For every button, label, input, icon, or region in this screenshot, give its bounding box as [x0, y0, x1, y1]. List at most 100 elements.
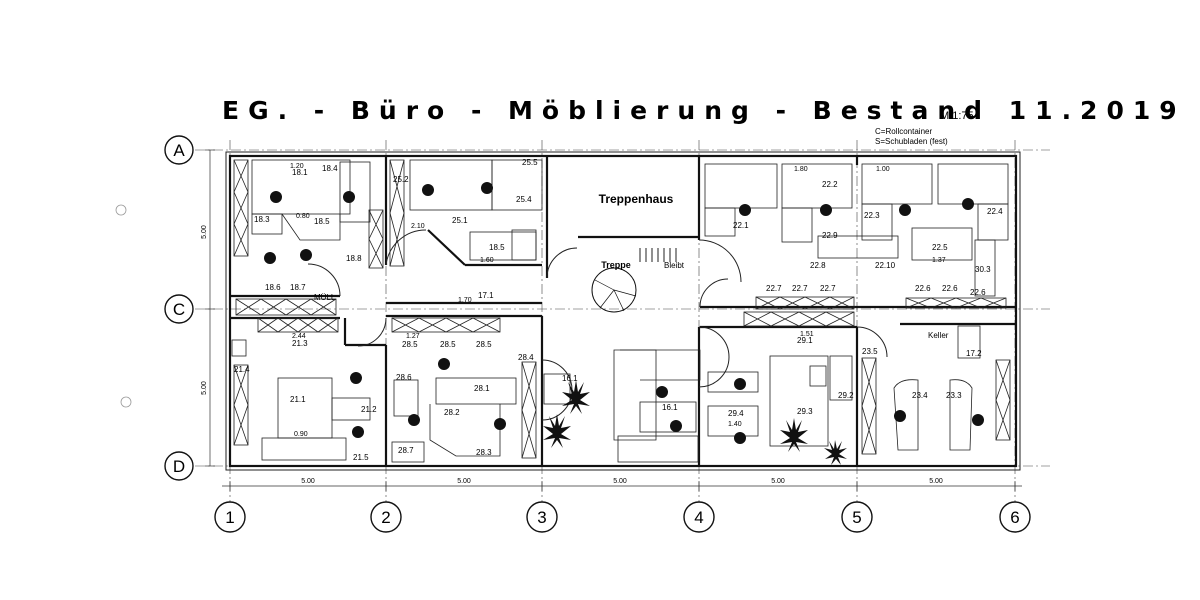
room-tags: 18.1 18.4 18.3 18.5 18.6 18.7 18.8 25.1 …: [234, 158, 1003, 462]
svg-text:5.00: 5.00: [201, 381, 208, 395]
svg-text:28.4: 28.4: [518, 353, 534, 362]
svg-text:28.5: 28.5: [476, 340, 492, 349]
side-dimension: 5.00 5.00: [201, 149, 215, 467]
stair-symbol: [591, 248, 677, 313]
svg-text:5.00: 5.00: [457, 478, 471, 485]
bottom-dimension: 5.00 5.00 5.00 5.00 5.00: [222, 478, 1022, 491]
svg-text:17.1: 17.1: [478, 291, 494, 300]
svg-text:23.4: 23.4: [912, 391, 928, 400]
col-axis-4: 4: [683, 501, 715, 533]
svg-text:2.10: 2.10: [411, 223, 425, 230]
outer-walls: [225, 151, 1021, 471]
svg-text:28.6: 28.6: [396, 373, 412, 382]
svg-text:29.3: 29.3: [797, 407, 813, 416]
svg-text:25.5: 25.5: [522, 158, 538, 167]
row-axis-d: D: [164, 451, 194, 481]
col-axis-2: 2: [370, 501, 402, 533]
label-muell: MÜLL: [314, 293, 336, 302]
svg-text:25.4: 25.4: [516, 195, 532, 204]
svg-text:17.2: 17.2: [966, 349, 982, 358]
svg-text:0.90: 0.90: [294, 431, 308, 438]
svg-text:22.2: 22.2: [822, 180, 838, 189]
drawing-title: EG. - Büro - Möblierung - Bestand 11.201…: [222, 96, 1186, 125]
label-treppenhaus: Treppenhaus: [599, 192, 674, 206]
svg-text:22.5: 22.5: [932, 243, 948, 252]
col-axis-5: 5: [841, 501, 873, 533]
svg-text:18.6: 18.6: [265, 283, 281, 292]
svg-text:5.00: 5.00: [613, 478, 627, 485]
svg-text:22.8: 22.8: [810, 261, 826, 270]
svg-text:18.5: 18.5: [314, 217, 330, 226]
svg-text:5.00: 5.00: [929, 478, 943, 485]
svg-text:1.51: 1.51: [800, 331, 814, 338]
svg-text:25.2: 25.2: [393, 175, 409, 184]
svg-text:1.27: 1.27: [406, 333, 420, 340]
svg-text:5.00: 5.00: [301, 478, 315, 485]
svg-text:5: 5: [852, 508, 861, 527]
svg-text:22.6: 22.6: [915, 284, 931, 293]
shelf-units: [233, 159, 1011, 459]
svg-text:1.70: 1.70: [458, 297, 472, 304]
svg-text:25.1: 25.1: [452, 216, 468, 225]
svg-text:18.5: 18.5: [489, 243, 505, 252]
svg-text:28.3: 28.3: [476, 448, 492, 457]
binder-holes: [115, 204, 132, 408]
svg-text:18.8: 18.8: [346, 254, 362, 263]
svg-text:28.1: 28.1: [474, 384, 490, 393]
svg-text:21.1: 21.1: [290, 395, 306, 404]
col-axis-3: 3: [526, 501, 558, 533]
svg-text:23.3: 23.3: [946, 391, 962, 400]
svg-text:0.80: 0.80: [296, 213, 310, 220]
svg-text:22.4: 22.4: [987, 207, 1003, 216]
svg-text:1.37: 1.37: [932, 257, 946, 264]
svg-text:2.44: 2.44: [292, 333, 306, 340]
svg-text:22.6: 22.6: [970, 288, 986, 297]
svg-text:21.4: 21.4: [234, 365, 250, 374]
svg-text:C: C: [173, 300, 185, 319]
row-axis-a: A: [164, 135, 194, 165]
svg-text:18.3: 18.3: [254, 215, 270, 224]
svg-text:22.1: 22.1: [733, 221, 749, 230]
svg-text:22.7: 22.7: [820, 284, 836, 293]
col-axis-1: 1: [214, 501, 246, 533]
svg-text:22.3: 22.3: [864, 211, 880, 220]
svg-text:28.5: 28.5: [402, 340, 418, 349]
svg-text:1.20: 1.20: [290, 163, 304, 170]
svg-text:1.00: 1.00: [876, 166, 890, 173]
svg-text:18.4: 18.4: [322, 164, 338, 173]
legend-rollcontainer: C=Rollcontainer: [875, 127, 932, 136]
svg-text:29.1: 29.1: [797, 336, 813, 345]
svg-text:22.7: 22.7: [792, 284, 808, 293]
svg-text:28.2: 28.2: [444, 408, 460, 417]
svg-text:28.5: 28.5: [440, 340, 456, 349]
legend-schubladen: S=Schubladen (fest): [875, 137, 948, 146]
svg-text:D: D: [173, 457, 185, 476]
label-bleibt: Bleibt: [664, 261, 685, 270]
svg-text:28.7: 28.7: [398, 446, 414, 455]
label-treppe: Treppe: [601, 260, 631, 270]
internal-walls: [230, 156, 1016, 466]
svg-text:1.60: 1.60: [480, 257, 494, 264]
svg-text:2: 2: [381, 508, 390, 527]
svg-text:16.1: 16.1: [562, 374, 578, 383]
plant-icons: [543, 380, 847, 465]
svg-text:29.4: 29.4: [728, 409, 744, 418]
svg-text:16.1: 16.1: [662, 403, 678, 412]
svg-text:29.2: 29.2: [838, 391, 854, 400]
svg-text:5.00: 5.00: [771, 478, 785, 485]
svg-text:1: 1: [225, 508, 234, 527]
label-keller: Keller: [928, 331, 949, 340]
svg-text:21.5: 21.5: [353, 453, 369, 462]
svg-text:22.10: 22.10: [875, 261, 896, 270]
svg-text:30.3: 30.3: [975, 265, 991, 274]
svg-text:18.1: 18.1: [292, 168, 308, 177]
svg-text:21.3: 21.3: [292, 339, 308, 348]
svg-text:22.7: 22.7: [766, 284, 782, 293]
interior-dimensions: 1.20 1.60 1.80 1.40 1.00 0.80 2.44 1.27 …: [290, 163, 946, 438]
svg-text:23.5: 23.5: [862, 347, 878, 356]
svg-text:18.7: 18.7: [290, 283, 306, 292]
svg-text:21.2: 21.2: [361, 405, 377, 414]
svg-text:3: 3: [537, 508, 546, 527]
svg-text:22.9: 22.9: [822, 231, 838, 240]
